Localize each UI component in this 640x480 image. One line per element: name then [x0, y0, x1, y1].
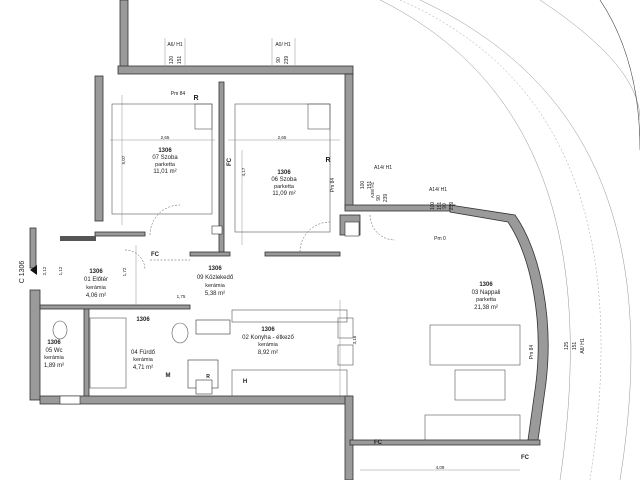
svg-text:151: 151	[437, 202, 443, 211]
svg-text:151: 151	[367, 181, 373, 190]
svg-text:120: 120	[169, 56, 175, 65]
svg-text:239: 239	[284, 56, 290, 65]
svg-text:kerámia: kerámia	[86, 285, 107, 291]
room-label-03: 1306 03 Nappali parketta 21,38 m²	[472, 282, 501, 311]
svg-text:1306: 1306	[89, 269, 103, 275]
svg-text:2,12: 2,12	[42, 266, 47, 275]
svg-text:Pm 84: Pm 84	[330, 178, 336, 193]
svg-text:FC: FC	[521, 455, 530, 461]
room-label-01: 1306 01 Előtér kerámia 4,06 m²	[84, 269, 108, 299]
svg-text:1306: 1306	[208, 266, 222, 272]
room-label-07: 1306 07 Szoba parketta 11,01 m²	[152, 148, 178, 175]
level-marks: Pm 84 Pm 84 Pm 84 Pm 0	[171, 91, 535, 359]
svg-text:21,38 m²: 21,38 m²	[474, 305, 498, 311]
room-label-04: 1306 04 Fürdő kerámia 4,71 m²	[131, 317, 156, 371]
svg-text:4,09: 4,09	[436, 465, 445, 470]
svg-text:5,38 m²: 5,38 m²	[205, 291, 225, 297]
room-label-09: 1306 09 Közlekedő kerámia 5,38 m²	[197, 266, 234, 297]
room-label-02: 1306 02 Konyha - étkező kerámia 8,92 m²	[242, 327, 294, 356]
svg-text:1,89 m²: 1,89 m²	[44, 363, 64, 369]
svg-text:R: R	[193, 95, 198, 102]
walls	[29, 0, 549, 480]
svg-text:4,06 m²: 4,06 m²	[86, 293, 106, 299]
svg-text:1306: 1306	[136, 317, 150, 323]
svg-text:09 Közlekedő: 09 Közlekedő	[197, 275, 234, 281]
svg-text:Pm 0: Pm 0	[434, 236, 446, 242]
svg-text:2,65: 2,65	[161, 135, 170, 140]
dimension-texts: 2,65 2,65 5,07 4,17 1,72 1,75 3,16 4,09 …	[42, 135, 445, 470]
svg-text:07 Szoba: 07 Szoba	[152, 155, 178, 161]
svg-text:2,65: 2,65	[278, 135, 287, 140]
svg-text:151: 151	[572, 342, 578, 351]
svg-text:06 Szoba: 06 Szoba	[271, 177, 297, 183]
svg-text:01 Előtér: 01 Előtér	[84, 277, 108, 283]
dimension-lines	[110, 95, 520, 471]
entrance-arrow-icon	[30, 265, 37, 275]
svg-text:03 Nappali: 03 Nappali	[472, 290, 501, 296]
svg-text:A8/ H1: A8/ H1	[580, 338, 586, 354]
furniture	[52, 103, 521, 441]
symbols: R R FC FC FC FC M H R	[151, 95, 530, 461]
svg-text:239: 239	[449, 202, 455, 211]
svg-text:FC: FC	[151, 252, 160, 258]
window-tags: A6/ H1 120 151 A0/ H1 90 239 A14/ H1 100…	[164, 38, 586, 354]
svg-text:8,92 m²: 8,92 m²	[258, 350, 278, 356]
svg-text:04 Fürdő: 04 Fürdő	[131, 350, 156, 356]
svg-text:90: 90	[442, 203, 448, 209]
svg-text:05 Wc: 05 Wc	[45, 348, 62, 354]
room-label-06: 1306 06 Szoba parketta 11,09 m²	[271, 170, 297, 197]
svg-text:1,72: 1,72	[122, 267, 127, 276]
svg-text:1,75: 1,75	[177, 294, 186, 299]
svg-text:100: 100	[360, 181, 366, 190]
unit-code-marker: C 1306	[19, 261, 37, 284]
svg-text:151: 151	[177, 56, 183, 65]
svg-text:239: 239	[383, 194, 389, 203]
svg-text:parketta: parketta	[476, 297, 497, 303]
svg-text:A38/ H1: A38/ H1	[370, 181, 375, 198]
svg-text:kerámia: kerámia	[258, 342, 279, 348]
svg-text:11,09 m²: 11,09 m²	[272, 191, 295, 197]
shaft-boxes	[59, 221, 360, 405]
svg-text:100: 100	[430, 202, 436, 211]
svg-text:C 1306: C 1306	[19, 261, 26, 284]
svg-text:11,01 m²: 11,01 m²	[153, 169, 176, 175]
svg-text:1,12: 1,12	[58, 266, 63, 275]
svg-text:kerámia: kerámia	[205, 283, 226, 289]
svg-text:1306: 1306	[158, 148, 172, 154]
svg-text:FC: FC	[374, 440, 383, 446]
svg-text:Pm 84: Pm 84	[529, 345, 535, 360]
svg-text:1306: 1306	[277, 170, 291, 176]
svg-text:5,07: 5,07	[121, 155, 126, 164]
svg-text:A14/ H1: A14/ H1	[429, 187, 447, 193]
door-swings	[124, 204, 396, 271]
svg-text:R: R	[206, 374, 210, 380]
svg-text:1306: 1306	[479, 282, 493, 288]
svg-text:kerámia: kerámia	[44, 355, 65, 361]
svg-text:1306: 1306	[261, 327, 275, 333]
svg-text:parketta: parketta	[155, 162, 176, 168]
svg-text:parketta: parketta	[274, 184, 295, 190]
room-label-05: 1306 05 Wc kerámia 1,89 m²	[44, 340, 65, 369]
svg-text:FC: FC	[227, 157, 233, 166]
site-arcs	[379, 0, 640, 480]
svg-text:90: 90	[276, 57, 282, 63]
svg-text:90: 90	[376, 195, 382, 201]
svg-text:M: M	[166, 373, 171, 379]
svg-text:A14/ H1: A14/ H1	[374, 165, 392, 171]
svg-text:R: R	[325, 157, 330, 164]
svg-text:3,16: 3,16	[352, 335, 357, 344]
svg-text:kerámia: kerámia	[133, 357, 154, 363]
svg-text:A0/ H1: A0/ H1	[275, 42, 291, 48]
svg-text:125: 125	[564, 342, 570, 351]
svg-text:4,17: 4,17	[241, 167, 246, 176]
svg-text:4,71 m²: 4,71 m²	[133, 365, 153, 371]
svg-text:1306: 1306	[47, 340, 61, 346]
svg-text:02 Konyha - étkező: 02 Konyha - étkező	[242, 335, 294, 341]
svg-text:Pm 84: Pm 84	[171, 91, 186, 97]
svg-text:A6/ H1: A6/ H1	[167, 42, 183, 48]
svg-text:H: H	[243, 379, 247, 385]
